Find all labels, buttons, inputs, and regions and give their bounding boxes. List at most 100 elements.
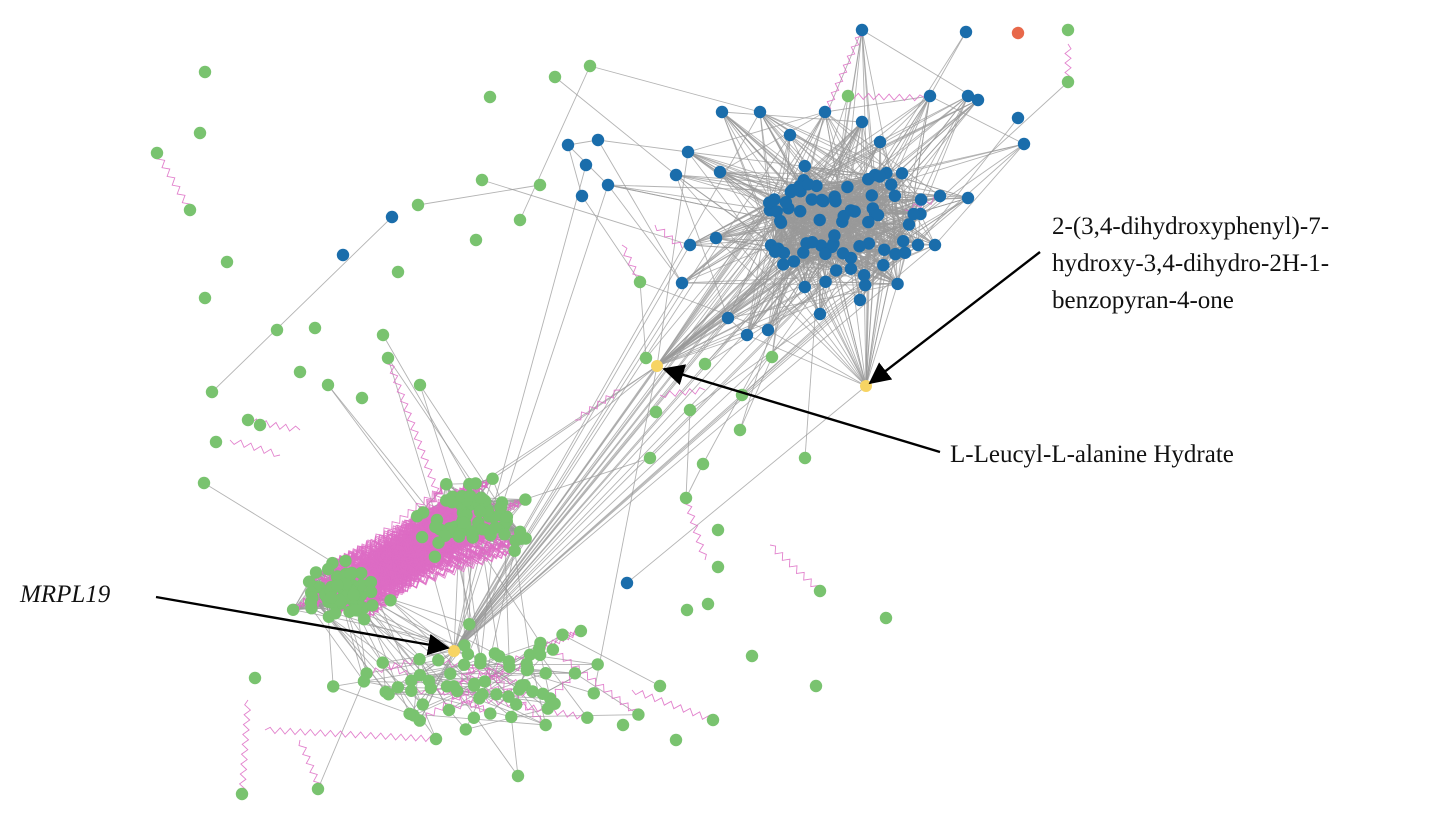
gene-node: [197, 476, 211, 490]
mrpl19-label: MRPL19: [20, 581, 111, 608]
association-edge: [681, 206, 772, 284]
gene-node: [413, 378, 427, 392]
gene-node: [745, 649, 759, 663]
metabolite-node: [575, 189, 589, 203]
metabolite-node: [797, 246, 810, 259]
metabolite-node: [819, 275, 832, 288]
metabolite-node: [385, 210, 399, 224]
gene-node: [633, 275, 647, 289]
interaction-edge: [1064, 43, 1072, 83]
metabolite-node: [859, 278, 872, 292]
association-edge: [593, 365, 658, 694]
metabolite-node: [857, 269, 871, 282]
gene-node: [308, 321, 322, 335]
association-edge: [656, 334, 748, 367]
gene-node: [339, 554, 352, 568]
gene-node: [478, 675, 491, 688]
metabolite-node: [336, 248, 350, 262]
highlighted-node: [448, 645, 460, 657]
association-edge: [908, 143, 1025, 225]
flavanone-arrow: [868, 251, 1041, 385]
gene-node: [432, 536, 445, 549]
gene-node: [484, 707, 497, 720]
gene-node: [706, 713, 720, 727]
association-edge: [562, 634, 661, 687]
association-edge: [333, 664, 465, 687]
association-edge: [607, 184, 770, 211]
metabolite-node: [721, 311, 735, 325]
gene-node: [391, 265, 405, 279]
association-edge: [382, 334, 470, 485]
association-edge: [850, 268, 867, 387]
metabolite-node: [669, 168, 683, 182]
metabolite-node: [784, 185, 797, 199]
association-edge: [675, 174, 826, 283]
flavanone-label-line-1: 2-(3,4-dihydroxyphenyl)-7-: [1052, 213, 1330, 240]
association-edge: [687, 111, 826, 153]
association-edge: [453, 241, 813, 652]
metabolite-node: [753, 105, 767, 119]
association-edge: [804, 165, 922, 201]
metabolite-node: [959, 25, 973, 39]
metabolite-node: [873, 135, 887, 149]
association-edge: [607, 184, 781, 222]
gene-node: [440, 478, 453, 491]
association-edge: [834, 29, 863, 197]
gene-node: [519, 493, 532, 506]
gene-node: [411, 198, 425, 212]
metabolite-node: [798, 159, 811, 173]
gene-node: [539, 718, 552, 732]
association-edge: [211, 216, 393, 393]
association-edge: [639, 281, 647, 359]
metabolite-node: [819, 247, 832, 261]
association-edge: [417, 184, 541, 206]
gene-node: [355, 566, 368, 580]
association-edge: [739, 356, 773, 431]
association-edges: [203, 29, 1069, 790]
association-edge: [675, 174, 867, 387]
association-edge: [721, 111, 821, 221]
metabolite-node: [862, 215, 875, 229]
gene-node: [490, 688, 503, 701]
metabolite-node: [971, 93, 985, 107]
gene-node: [311, 782, 325, 796]
gene-node: [150, 146, 164, 160]
association-edge: [554, 76, 677, 176]
association-edge: [719, 171, 804, 181]
gene-node: [321, 378, 335, 392]
metabolite-node: [865, 189, 878, 202]
gene-node: [358, 613, 371, 626]
association-edge: [607, 184, 801, 192]
gene-node: [513, 213, 527, 227]
gene-node: [632, 708, 645, 721]
gene-node: [452, 530, 466, 543]
flavanone-label: 2-(3,4-dihydroxyphenyl)-7- hydroxy-3,4-d…: [1052, 208, 1329, 319]
gene-node: [520, 663, 534, 677]
gene-node: [405, 674, 418, 687]
gene-node: [416, 698, 429, 711]
interaction-edge: [769, 544, 821, 592]
metabolite-node: [855, 23, 869, 37]
metabolite-node: [774, 214, 787, 228]
gene-node: [505, 710, 518, 724]
metabolite-node: [898, 246, 912, 259]
gene-node: [669, 733, 683, 747]
association-edge: [327, 384, 424, 513]
metabolite-node: [805, 193, 818, 206]
gene-node: [193, 126, 207, 140]
gene-node: [1061, 75, 1075, 89]
association-edge: [519, 65, 591, 221]
association-edge: [453, 244, 936, 652]
metabolite-node: [620, 576, 634, 590]
gene-node: [459, 723, 472, 736]
gene-node: [302, 575, 316, 588]
metabolite-node: [777, 258, 790, 271]
metabolite-node: [1011, 111, 1025, 125]
gene-node: [304, 596, 318, 609]
gene-node: [422, 674, 436, 687]
association-edge: [779, 220, 867, 387]
association-edge: [453, 244, 919, 652]
association-edge: [453, 111, 761, 652]
metabolite-node: [740, 328, 754, 342]
